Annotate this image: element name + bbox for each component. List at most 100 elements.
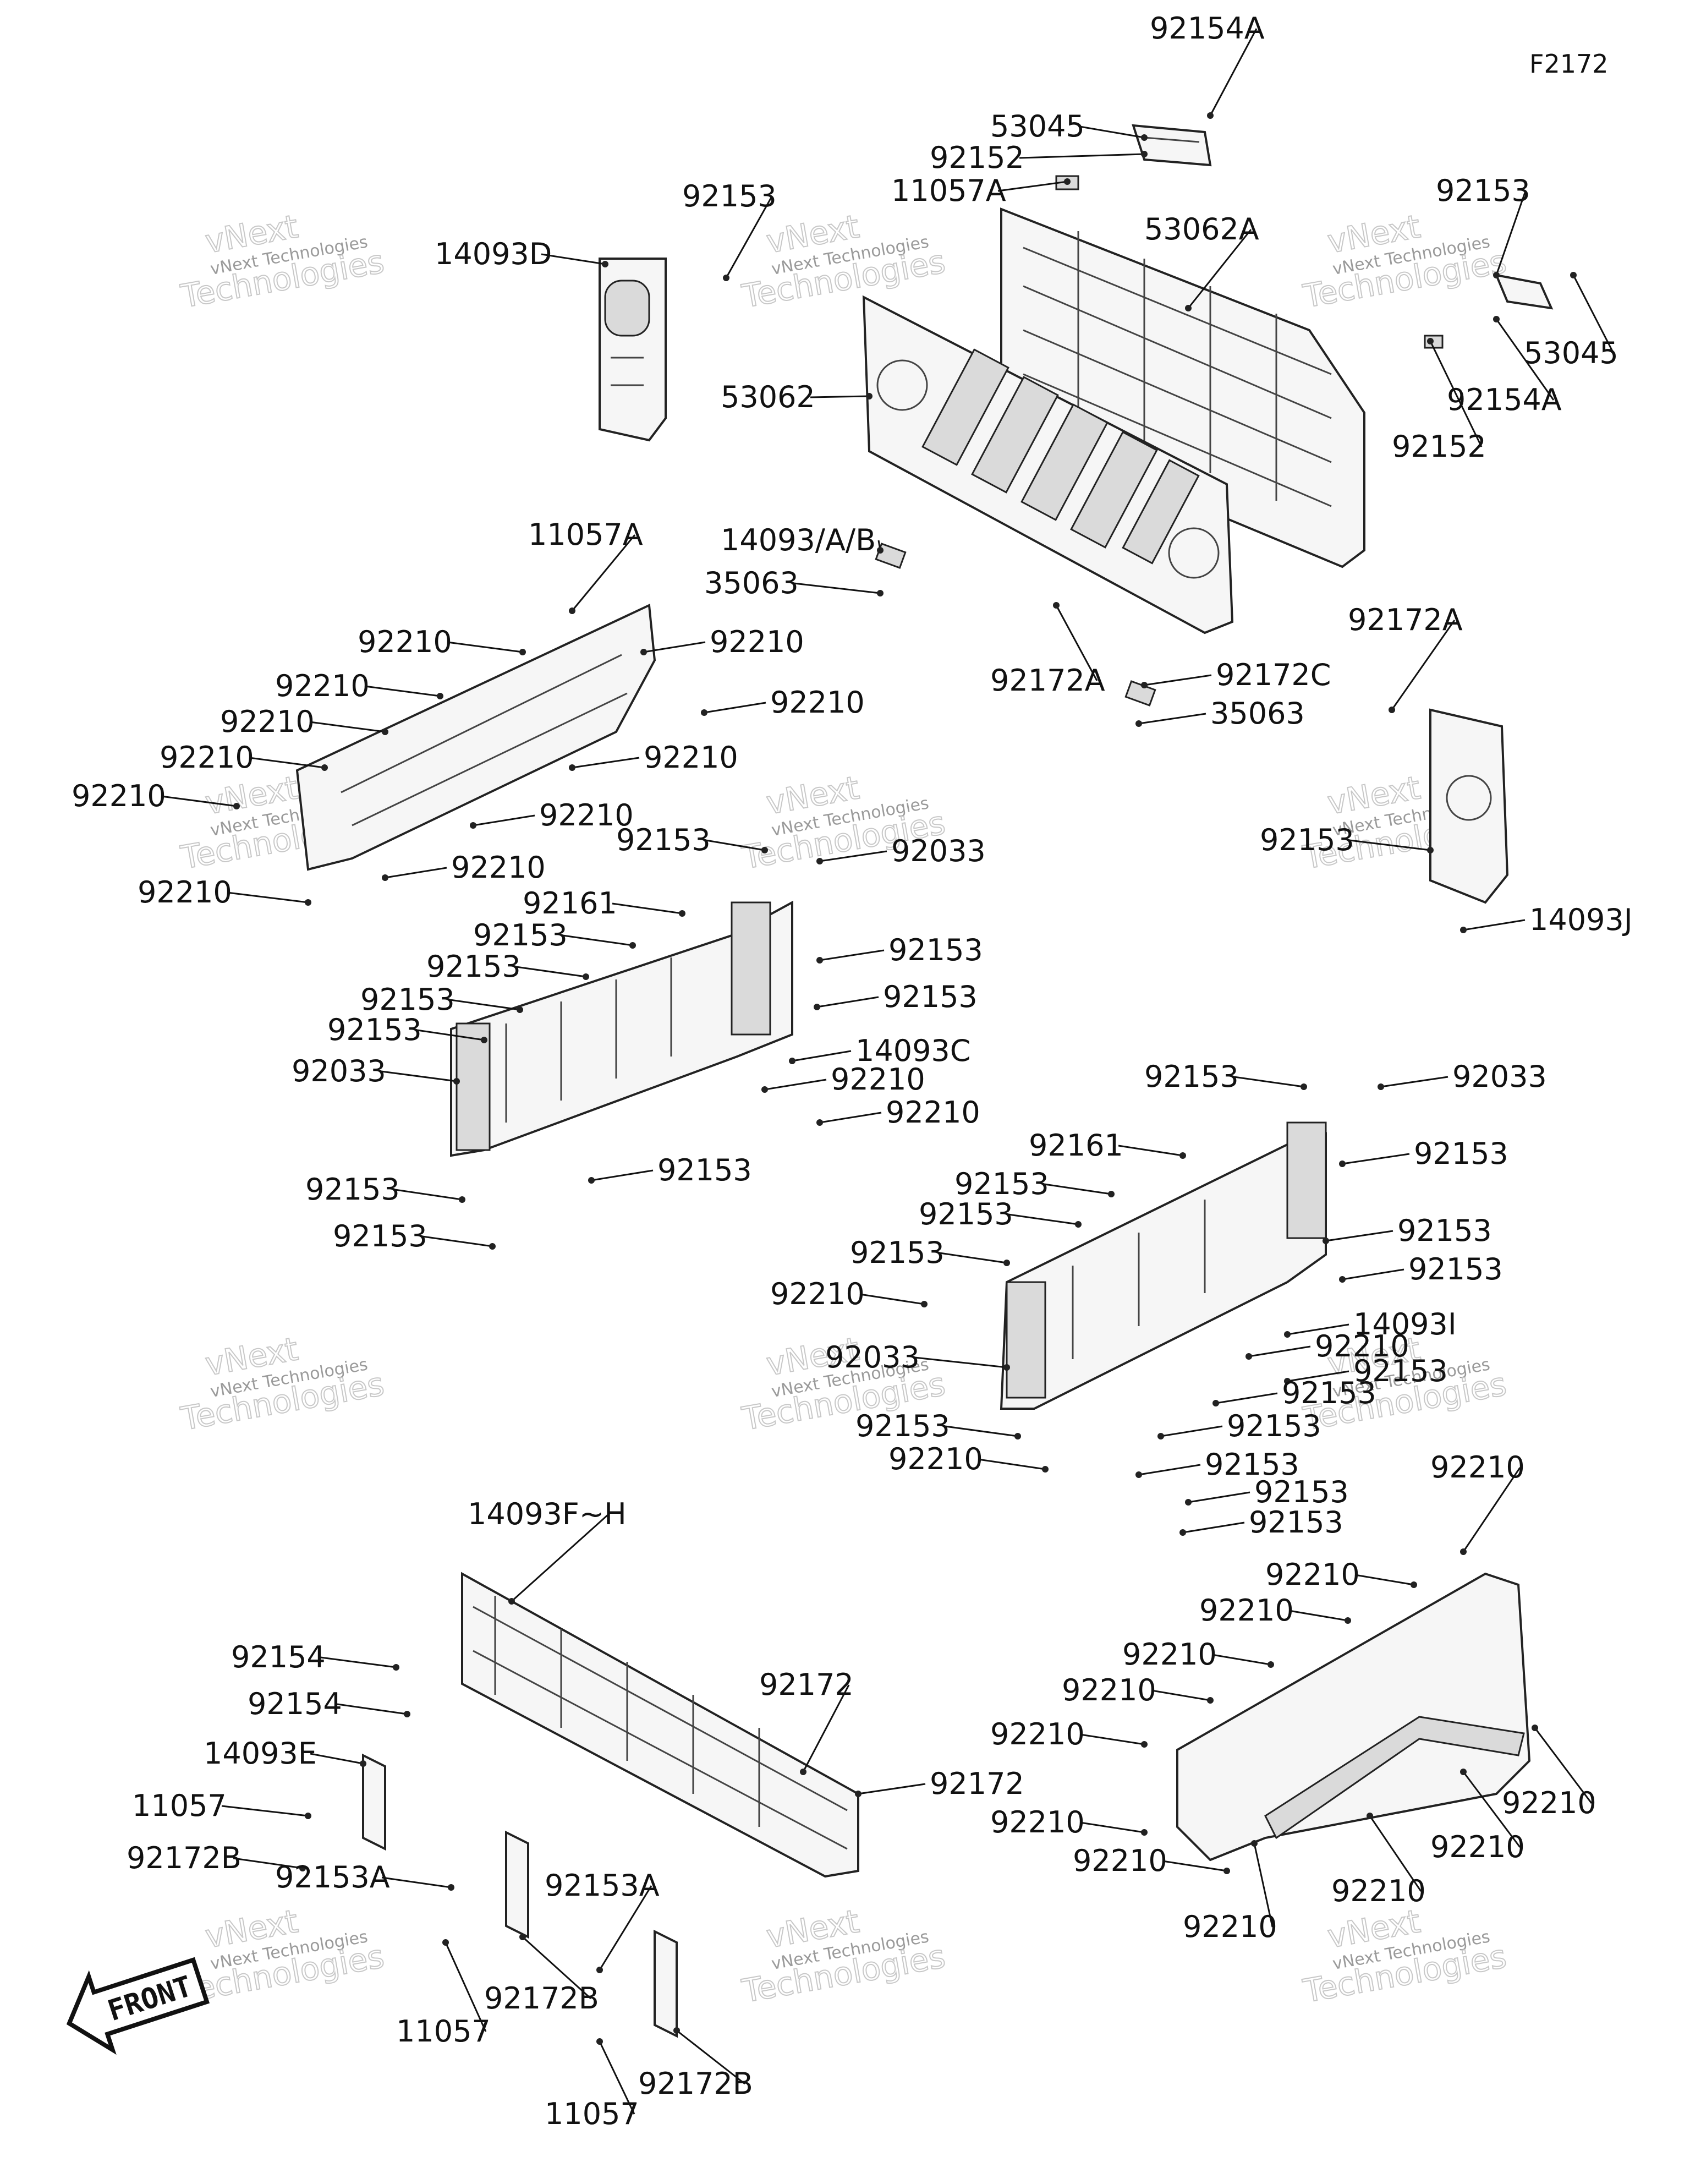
callout: 92161 xyxy=(523,886,685,921)
callout-leader xyxy=(1160,1425,1223,1437)
callout-point xyxy=(1075,1221,1082,1228)
callout-point xyxy=(1141,1829,1148,1836)
callout-leader xyxy=(1572,275,1615,354)
callout-point xyxy=(1135,1471,1142,1478)
callout-point xyxy=(1284,1378,1291,1384)
callout-point xyxy=(596,1967,603,1973)
callout: 92153 xyxy=(816,933,983,967)
callout: 92210 xyxy=(220,704,388,739)
callout-leader xyxy=(810,395,870,398)
callout-leader xyxy=(945,1425,1018,1437)
callout-point xyxy=(1339,1276,1346,1283)
callout-label: 92210 xyxy=(1430,1450,1525,1485)
callout-label: 92210 xyxy=(1073,1843,1167,1878)
callout: 92153 xyxy=(333,1219,496,1254)
callout-point xyxy=(1493,316,1500,322)
callout: 92210 xyxy=(701,685,865,720)
callout-point xyxy=(640,649,647,655)
callout-leader xyxy=(1118,1145,1183,1157)
callout-leader xyxy=(1463,919,1526,931)
callout: 35063 xyxy=(704,566,884,600)
callout-leader xyxy=(676,2029,745,2085)
callout-leader xyxy=(997,180,1068,192)
callout-label: 92153 xyxy=(426,949,521,984)
callout-point xyxy=(723,275,729,281)
callout-point xyxy=(1378,1083,1384,1090)
callout-label: 92210 xyxy=(1183,1909,1277,1944)
callout-label: 92153 xyxy=(888,933,983,967)
callout-point xyxy=(1532,1725,1538,1731)
callout-label: 92153 xyxy=(682,179,777,214)
callout-label: 92154 xyxy=(248,1687,342,1721)
callout-leader xyxy=(793,582,881,594)
callout-leader xyxy=(221,1805,309,1817)
callout: 92210 xyxy=(640,625,804,659)
callout-leader xyxy=(381,1876,452,1889)
callout-label: 92153 xyxy=(616,823,711,857)
callout-label: 92161 xyxy=(1029,1128,1123,1163)
callout-leader xyxy=(1391,620,1456,710)
callout-leader xyxy=(1248,1345,1311,1358)
callout-label: 11057A xyxy=(528,517,643,552)
callout-point xyxy=(1207,1697,1214,1704)
watermarks: vNext vNext Technologies Technologies vN… xyxy=(178,207,1510,2011)
callout-leader xyxy=(1138,713,1206,725)
callout-label: 92210 xyxy=(72,779,166,813)
callout-point xyxy=(1411,1581,1417,1588)
callout-leader xyxy=(704,702,766,714)
callout-point xyxy=(1212,1400,1219,1406)
callout-label: 92153A xyxy=(545,1868,660,1903)
callout-leader xyxy=(422,1235,493,1247)
callout-leader xyxy=(858,1783,926,1795)
callout-leader xyxy=(445,1942,487,2032)
callout-label: 35063 xyxy=(704,566,799,600)
callout-label: 92153 xyxy=(333,1219,427,1254)
callout: 92153 xyxy=(1260,823,1434,857)
callout-label: 92172B xyxy=(127,1841,242,1875)
callout-leader xyxy=(381,1070,457,1082)
callout-leader xyxy=(522,1936,592,2000)
callout-leader xyxy=(385,867,447,879)
callout-leader xyxy=(1495,319,1555,401)
callout-leader xyxy=(939,1252,1007,1264)
callout-label: 92153 xyxy=(360,982,455,1017)
callout-point xyxy=(1323,1238,1329,1244)
callout-leader xyxy=(1151,1689,1211,1701)
callout-point xyxy=(816,957,823,964)
callout-leader xyxy=(819,949,885,961)
callout-point xyxy=(1284,1331,1291,1338)
callout-label: 53045 xyxy=(990,109,1085,144)
callout-point xyxy=(519,649,526,655)
callout-label: 92153 xyxy=(1414,1136,1508,1171)
callout: 92153 xyxy=(473,918,636,953)
callout: 92153 xyxy=(919,1197,1082,1231)
callout-leader xyxy=(161,795,237,807)
callout-point xyxy=(1345,1617,1351,1624)
callout: 14093C xyxy=(789,1033,971,1068)
callout-point xyxy=(629,942,636,949)
callout-label: 92033 xyxy=(825,1340,920,1375)
callout: 92172A xyxy=(1348,603,1463,713)
callout: 53062 xyxy=(721,380,873,414)
callout-point xyxy=(1460,927,1467,933)
callout-point xyxy=(299,1865,306,1871)
callout-label: 14093F~H xyxy=(468,1497,627,1531)
callout-label: 92033 xyxy=(292,1054,386,1088)
callout-leader xyxy=(1138,1464,1201,1476)
callout: 92210 xyxy=(1073,1843,1230,1878)
callout-leader xyxy=(599,2041,635,2115)
callout: 92033 xyxy=(816,834,986,868)
callout: 92210 xyxy=(1331,1813,1426,1908)
callout-label: 14093E xyxy=(204,1736,317,1771)
callout-leader xyxy=(819,850,887,862)
callout: 14093J xyxy=(1460,902,1633,937)
callout: 14093D xyxy=(435,237,608,271)
callout-leader xyxy=(572,757,640,769)
callout-label: 92153 xyxy=(305,1172,400,1207)
callout-point xyxy=(437,693,443,699)
callout-point xyxy=(1245,1353,1252,1360)
callout-leader xyxy=(1429,341,1483,447)
callout-point xyxy=(1427,338,1434,344)
callout-point xyxy=(1389,707,1395,713)
callout-label: 92210 xyxy=(888,1442,983,1476)
